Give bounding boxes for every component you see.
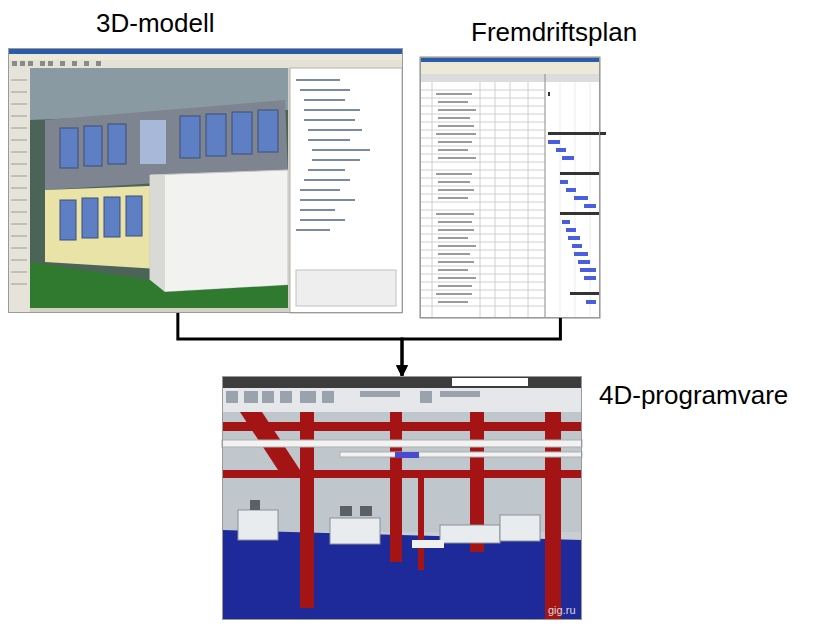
screenshot-panel: Fremdriftsplan bbox=[420, 57, 600, 318]
flow-connector bbox=[402, 318, 560, 376]
4d-screenshot bbox=[222, 376, 582, 620]
cad-screenshot bbox=[8, 48, 403, 313]
panel-heading: 4D-programvare bbox=[599, 381, 788, 410]
panel-heading: Fremdriftsplan bbox=[471, 18, 637, 47]
screenshot-panel: 3D-modell bbox=[8, 48, 403, 313]
screenshot-panel: 4D-programvare bbox=[222, 376, 582, 620]
watermark: gig.ru bbox=[548, 604, 576, 616]
gantt-screenshot bbox=[420, 57, 606, 318]
panel-heading: 3D-modell bbox=[96, 9, 215, 38]
flow-connector bbox=[178, 313, 402, 376]
